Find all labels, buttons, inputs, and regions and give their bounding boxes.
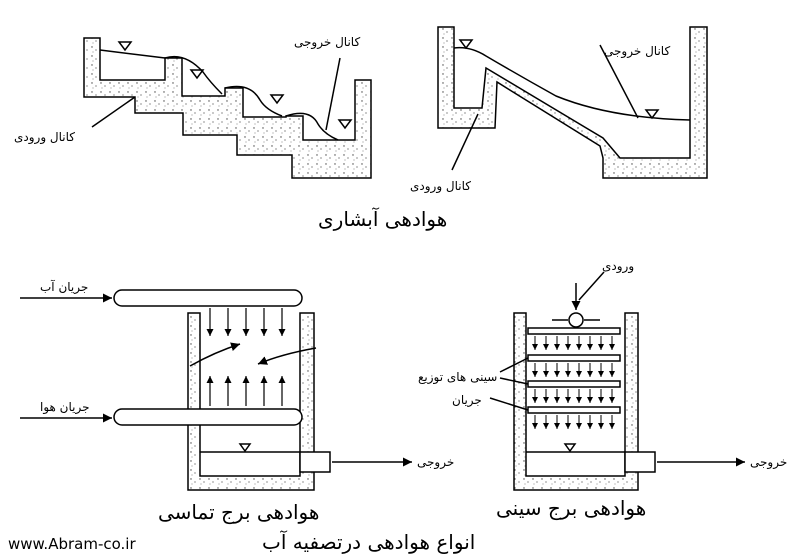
- cascade-steps-wall: [83, 37, 372, 179]
- tray-flow-label: جریان: [452, 393, 482, 408]
- cascade-water-jet-1: [164, 55, 223, 95]
- cascade-water-jet-3: [285, 112, 339, 141]
- cascade-water-surface: [99, 49, 166, 59]
- website-link[interactable]: www.Abram-co.ir: [8, 535, 136, 553]
- cascade-caption: هوادهی آبشاری: [318, 206, 447, 231]
- tray-drip-arrows: [532, 336, 615, 429]
- cascade-aeration-drawing: [83, 37, 372, 179]
- cascade-level-marker-3: [269, 94, 285, 105]
- inclined-level-marker-1: [458, 39, 474, 50]
- tray-1: [527, 327, 621, 335]
- tray-4: [527, 406, 621, 414]
- tray-inlet-leader: [578, 271, 605, 301]
- contact-flow-curve-2: [257, 347, 317, 365]
- contact-down-arrows: [206, 308, 286, 336]
- tray-tower-caption: هوادهی برج سینی: [496, 496, 646, 520]
- tray-distribution-leader-1: [499, 357, 529, 373]
- contact-tower-drawing: [20, 289, 412, 491]
- inclined-inlet-leader: [451, 113, 479, 171]
- tray-tower-drawing: [489, 271, 745, 491]
- inclined-inlet-label: کانال ورودی: [410, 179, 471, 194]
- inclined-channel-wall: [437, 26, 708, 179]
- tray-2: [527, 354, 621, 362]
- inclined-water-surface: [453, 46, 691, 121]
- inclined-level-marker-2: [644, 109, 660, 120]
- inclined-outlet-leader: [599, 44, 639, 119]
- contact-tower-wall: [187, 312, 315, 491]
- tray-flow-leader: [489, 397, 529, 411]
- tray-3: [527, 380, 621, 388]
- tray-tower-outlet-pipe: [624, 451, 656, 473]
- cascade-inlet-label: کانال ورودی: [14, 130, 75, 145]
- air-distribution-pipe: [113, 408, 303, 426]
- contact-outlet-label: خروجی: [417, 455, 454, 470]
- cascade-outlet-label: کانال خروجی: [294, 35, 360, 50]
- contact-tower-caption: هوادهی برج تماسی: [158, 500, 319, 524]
- cascade-level-marker-4: [337, 119, 353, 130]
- cascade-outlet-leader: [325, 57, 341, 131]
- tray-tower-level-marker: [563, 443, 577, 453]
- contact-flow-curve-1: [189, 342, 241, 367]
- contact-tower-level-marker: [238, 443, 252, 453]
- tray-inlet-label: ورودی: [602, 259, 634, 274]
- cascade-water-jet-2: [224, 85, 283, 117]
- tray-distribution-leader-2: [499, 377, 529, 385]
- cascade-level-marker-1: [117, 41, 133, 52]
- contact-tower-outlet-pipe: [299, 451, 331, 473]
- water-distribution-pipe: [113, 289, 303, 307]
- air-flow-label: جریان هوا: [40, 400, 90, 415]
- water-flow-label: جریان آب: [40, 279, 88, 295]
- inclined-aeration-drawing: [437, 26, 708, 179]
- main-caption: انواع هوادهی درتصفیه آب: [262, 529, 475, 554]
- tray-outlet-label: خروجی: [750, 455, 787, 470]
- inclined-outlet-label: کانال خروجی: [604, 44, 670, 59]
- cascade-level-marker-2: [189, 69, 205, 80]
- cascade-inlet-leader: [91, 96, 136, 128]
- contact-up-arrows: [206, 376, 286, 406]
- tray-distribution-label: سینی های توزیع: [418, 370, 497, 385]
- tray-tower-wall: [513, 312, 639, 491]
- tray-inlet-nozzle: [568, 312, 584, 328]
